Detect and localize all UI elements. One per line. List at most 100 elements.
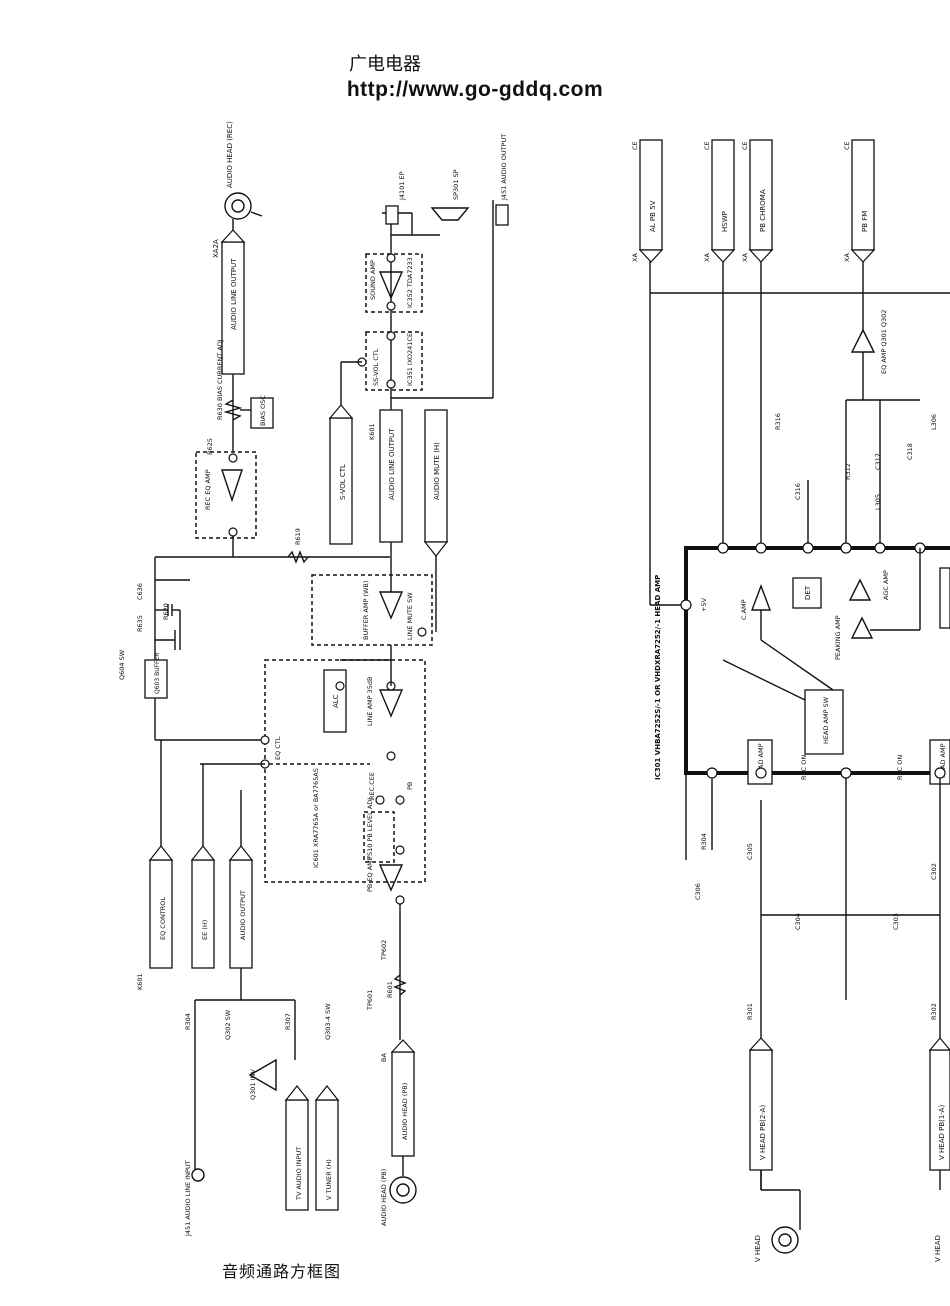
audio-line-output-11-label: AUDIO LINE OUTPUT [388, 428, 396, 500]
ts10-block [363, 811, 395, 863]
xa-label-3: XA [741, 253, 749, 262]
k601-label-top: K601 [368, 423, 376, 440]
xa-label-2: XA [703, 253, 711, 262]
line-input-jack-icon [191, 1168, 205, 1182]
r304-label-left: R304 [184, 1013, 192, 1030]
c-amp-triangle [750, 584, 772, 611]
ts10-label: TS10 PB LEVEL ADJ [366, 798, 374, 861]
ic601-label: IC601 XRA7765A or BA7765AS [312, 768, 320, 868]
k601-label-bottom: K601 [136, 973, 144, 990]
audio-head-pb-label: AUDIO HEAD (PB) [401, 1083, 409, 1140]
xa-label-4: XA [843, 253, 851, 262]
r620-label: R620 [162, 603, 170, 620]
audio-head-pb-bottom-label: AUDIO HEAD (PB) [380, 1169, 388, 1226]
j451-output-label: J451 AUDIO OUTPUT [500, 134, 508, 201]
al-pb-5v-connector [639, 139, 663, 251]
r619-label: R619 [294, 528, 302, 545]
r312-label: R312 [844, 463, 852, 480]
r316-label: R316 [774, 413, 782, 430]
ee-h-label: EE (H) [201, 920, 209, 940]
pb-eq-amp-triangle [378, 864, 404, 892]
ce-label-3: CE [741, 141, 749, 150]
r625-label: R625 [206, 438, 214, 455]
ce-label-1: CE [631, 141, 639, 150]
r601-resistor [393, 974, 407, 996]
v-head-left-icon [771, 1226, 799, 1254]
pb-eq-amp-label: PB EQ AMP [366, 856, 374, 892]
head-amp-left-label: HEAD AMP [757, 743, 765, 778]
q301-label: Q301 INV [249, 1069, 257, 1100]
audio-line-output-label: AUDIO LINE OUTPUT [230, 258, 238, 330]
speaker-icon [430, 207, 470, 221]
det-label: DET [804, 585, 812, 600]
hswp-connector [711, 139, 735, 251]
q301-inverter [248, 1058, 277, 1092]
audio-head-rec-icon [224, 192, 263, 220]
rec-on-left-label: REC ON [800, 755, 808, 780]
diagram-caption: 音频通路方框图 [222, 1262, 342, 1281]
ee-h-connector [191, 859, 215, 969]
r307-label: R307 [284, 1013, 292, 1030]
ep-jack-icon [385, 205, 399, 225]
r619-resistor [287, 550, 309, 564]
ic301-block [684, 546, 950, 775]
rec-eq-amp-label: REC EQ AMP [204, 469, 212, 510]
q604-label: Q604 SW [118, 649, 126, 680]
r301-label: R301 [746, 1003, 754, 1020]
audio-head-pb-icon [389, 1176, 417, 1204]
c304-label: C304 [794, 913, 802, 930]
head-amp-right-label: HEAD AMP [939, 743, 947, 778]
r630-label: R630 BIAS CURRENT ADJ [216, 339, 224, 420]
ic351-label: IC351 IXO241CE [406, 333, 414, 386]
al-pb-5v-label: AL PB 5V [649, 200, 657, 232]
bias-osc-label: BIAS OSC [259, 395, 267, 426]
eq-ctl-label: EQ CTL [274, 736, 282, 760]
ep-label: J4101 EP [398, 171, 406, 201]
eq-control-label: EQ CONTROL [159, 897, 167, 940]
vhead-left-label: V HEAD [754, 1235, 762, 1262]
c316-label: C316 [794, 483, 802, 500]
det-block [792, 577, 822, 609]
plus5v-label: +5V [700, 597, 708, 612]
r635-label: R635 [136, 615, 144, 632]
vhead-right-label: V HEAD [934, 1235, 942, 1262]
ic301-label: IC301 VHBA7252S/-1 OR VHDXRA7252/-1 HEAD… [654, 575, 662, 780]
tp602-label: TP602 [380, 940, 388, 961]
audio-mute-label: AUDIO MUTE (H) [433, 442, 441, 500]
rec-eq-amp-block [195, 451, 257, 539]
site-name: 广电电器 [349, 54, 421, 75]
j451-input-label: J451 AUDIO LINE INPUT [184, 1160, 192, 1237]
ss-vol-ctl-label: SS-VOL CTL [372, 348, 380, 386]
eq-amp-triangle [850, 328, 876, 353]
head-amp-sw-block [804, 689, 844, 755]
c305-label: C305 [746, 843, 754, 860]
line-amp-label: LINE AMP 35dB [366, 677, 374, 726]
ce-label-4: CE [843, 141, 851, 150]
c318-label: C318 [906, 443, 914, 460]
c636-label: C636 [136, 583, 144, 600]
ic352-label: IC352 TDA7233 [406, 257, 414, 308]
agc-amp-triangle [848, 578, 872, 601]
audio-head-rec-label: AUDIO HEAD (REC) [226, 121, 234, 188]
rec-cee-label: REC.CEE [368, 772, 376, 800]
sound-amp-block [365, 253, 423, 313]
agc-amp-label: AGC AMP [882, 570, 890, 600]
buffer-amp-triangle [378, 591, 404, 620]
r302-label: R302 [930, 1003, 938, 1020]
buffer-amp-label: BUFFER AMP (WB) [362, 581, 370, 640]
rec-on-right-label: REC ON [896, 755, 904, 780]
q603-buffer-block [144, 659, 168, 699]
c302-label: C302 [930, 863, 938, 880]
pb-fm-connector [851, 139, 875, 251]
line-mute-sw-label: LINE MUTE SW [406, 592, 414, 640]
eq-amp-label: EQ AMP Q301 Q302 [880, 310, 888, 374]
alc-label: ALC [332, 694, 340, 708]
hswp-label: HSWP [721, 211, 729, 232]
xa-label-1: XA [631, 253, 639, 262]
line-amp-triangle [378, 689, 404, 718]
q303-label: Q303-4 SW [324, 1003, 332, 1040]
c317-label: C317 [874, 453, 882, 470]
audio-output-label: AUDIO OUTPUT [239, 890, 247, 940]
q302-label: Q302 SW [224, 1009, 232, 1040]
